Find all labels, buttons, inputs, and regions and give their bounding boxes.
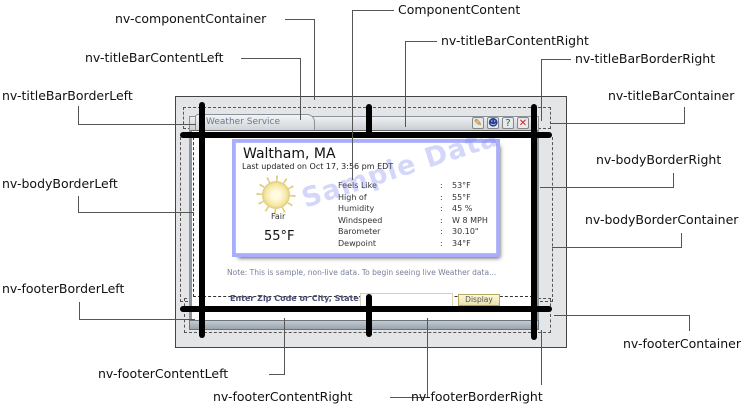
label-footer-container: nv-footerContainer <box>623 336 742 351</box>
label-title-bar-content-left: nv-titleBarContentLeft <box>85 50 224 65</box>
right-border-guide <box>531 104 537 340</box>
label-body-border-right: nv-bodyBorderRight <box>596 152 722 167</box>
label-body-border-left: nv-bodyBorderLeft <box>2 176 118 191</box>
label-title-bar-container: nv-titleBarContainer <box>608 88 735 103</box>
metric-value: 55°F <box>452 193 471 202</box>
metric-name: High of <box>338 193 367 202</box>
left-border-guide <box>199 102 205 338</box>
metric-value: 53°F <box>452 181 471 190</box>
footer-split-guide <box>366 294 372 337</box>
edit-icon[interactable]: ✎ <box>472 117 484 129</box>
label-component-content: ComponentContent <box>398 2 521 17</box>
title-split-guide <box>366 104 372 136</box>
sample-note: Note: This is sample, non-live data. To … <box>227 268 497 277</box>
metric-value: 45 % <box>452 204 473 213</box>
label-body-border-container: nv-bodyBorderContainer <box>585 212 739 227</box>
metric-sep: : <box>440 193 443 202</box>
help-icon[interactable]: ? <box>502 117 514 129</box>
metric-name: Windspeed <box>338 216 383 225</box>
display-button[interactable]: Display <box>458 294 500 306</box>
label-footer-content-right: nv-footerContentRight <box>213 389 353 404</box>
label-component-container: nv-componentContainer <box>115 11 267 26</box>
metric-sep: : <box>440 239 443 248</box>
zip-input[interactable] <box>360 293 453 307</box>
temperature: 55°F <box>264 229 295 244</box>
metric-value: W 8 MPH <box>452 216 488 225</box>
label-footer-border-left: nv-footerBorderLeft <box>2 281 125 296</box>
label-title-bar-content-right: nv-titleBarContentRight <box>441 33 589 48</box>
last-updated: Last updated on Oct 17, 3:56 pm EDT <box>242 162 394 171</box>
metric-name: Dewpoint <box>338 239 377 248</box>
metric-sep: : <box>440 227 443 236</box>
label-title-bar-border-right: nv-titleBarBorderRight <box>575 51 716 66</box>
metric-value: 34°F <box>452 239 471 248</box>
zip-label: Enter Zip Code or City, State: <box>230 294 363 303</box>
metric-name: Humidity <box>338 204 375 213</box>
metric-sep: : <box>440 216 443 225</box>
metric-name: Feels Like <box>338 181 377 190</box>
label-footer-content-left: nv-footerContentLeft <box>98 366 229 381</box>
metric-sep: : <box>440 204 443 213</box>
label-footer-border-right: nv-footerBorderRight <box>411 389 543 404</box>
label-title-bar-border-left: nv-titleBarBorderLeft <box>2 88 133 103</box>
user-icon[interactable]: ☻ <box>487 117 499 129</box>
condition: Fair <box>271 212 286 221</box>
footer-bar <box>189 320 539 330</box>
metric-value: 30.10" <box>452 227 479 236</box>
title-tab: Weather Service <box>195 114 315 130</box>
sun-icon <box>262 181 290 209</box>
city-name: Waltham, MA <box>243 146 336 162</box>
close-icon[interactable]: ✕ <box>517 117 529 129</box>
metric-sep: : <box>440 181 443 190</box>
metric-name: Barometer <box>338 227 381 236</box>
